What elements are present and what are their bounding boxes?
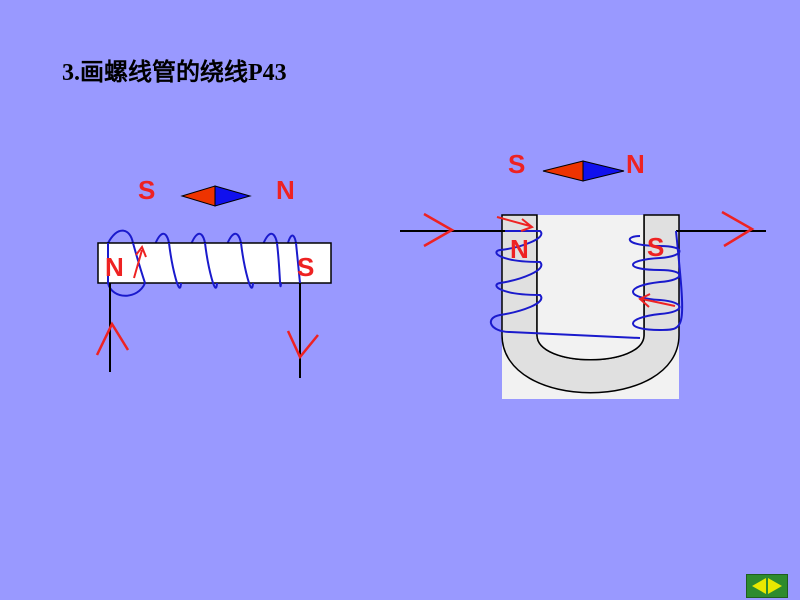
left-magnet-n-label: N [105, 252, 124, 282]
right-magnet-n-label: N [510, 234, 529, 264]
right-compass-south-label: S [508, 149, 525, 179]
right-compass-north-label: N [626, 149, 645, 179]
left-current-arrow [133, 244, 147, 279]
right-current-arrow-bottom [638, 293, 676, 308]
left-lead-up-arrow [95, 321, 130, 356]
left-compass: S N [138, 175, 295, 207]
triangle-right-icon[interactable] [768, 578, 782, 594]
right-compass: S N [508, 149, 645, 182]
slide-title: 3.画螺线管的绕线P43 [62, 60, 287, 86]
left-compass-north-half [214, 185, 252, 207]
right-magnet-s-label: S [647, 232, 664, 262]
right-solenoid: N S [400, 210, 766, 399]
left-lead-down-arrow [286, 330, 319, 360]
right-compass-north-half [582, 160, 625, 182]
triangle-left-icon[interactable] [752, 578, 766, 594]
left-magnet-s-label: S [297, 252, 314, 282]
right-wire-in-arrow [423, 212, 455, 248]
left-coil-back [107, 229, 297, 284]
left-compass-south-half [180, 185, 216, 207]
right-u-inner-gap [536, 215, 645, 361]
slide-nav [746, 574, 788, 598]
left-bar-magnet [97, 242, 332, 284]
left-coil-front [107, 242, 301, 297]
right-coil-left [489, 230, 641, 339]
left-compass-north-label: N [276, 175, 295, 205]
left-compass-south-label: S [138, 175, 155, 205]
right-wire-out-arrow [721, 210, 755, 248]
right-compass-south-half [542, 160, 584, 182]
right-current-arrow-top [496, 216, 535, 232]
left-solenoid: N S [95, 229, 332, 378]
right-coil-right [628, 230, 684, 332]
